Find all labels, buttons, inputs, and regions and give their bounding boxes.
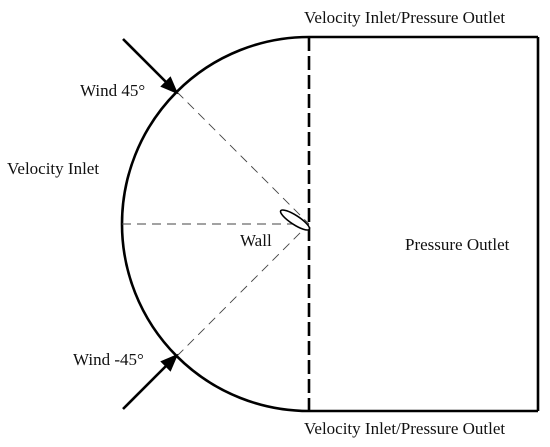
- wind-45-arrow: [122, 38, 179, 95]
- wind-45-label: Wind 45°: [80, 81, 145, 100]
- radial-line-minus45: [176, 223, 310, 357]
- right-region-label: Pressure Outlet: [405, 235, 510, 254]
- bottom-boundary-label: Velocity Inlet/Pressure Outlet: [304, 419, 505, 438]
- radial-line-45: [176, 91, 310, 225]
- wind-minus45-label: Wind -45°: [73, 350, 144, 369]
- left-boundary-label: Velocity Inlet: [7, 159, 99, 178]
- wall-label: Wall: [240, 231, 272, 250]
- wind-minus45-arrow: [122, 353, 179, 410]
- wall-airfoil-shape: [279, 209, 311, 231]
- top-boundary-label: Velocity Inlet/Pressure Outlet: [304, 8, 505, 27]
